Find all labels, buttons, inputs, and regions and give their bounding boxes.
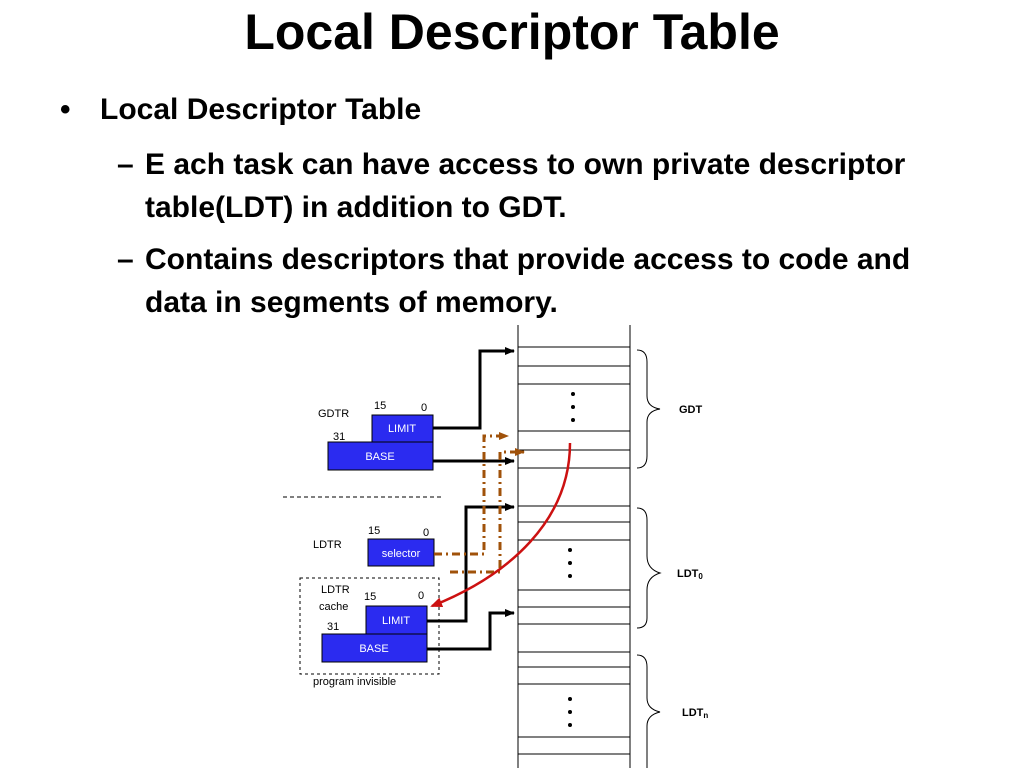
ldt0-label: LDT0 bbox=[677, 568, 703, 581]
gdtr-limit-label: LIMIT bbox=[388, 423, 416, 435]
cache-label-line2: cache bbox=[319, 601, 348, 613]
cache-limit-arrow bbox=[427, 503, 515, 623]
program-invisible-label: program invisible bbox=[313, 676, 396, 688]
gdtr-bit-31: 31 bbox=[333, 431, 345, 443]
sub-bullet-dash: – bbox=[117, 148, 134, 181]
gdt-label: GDT bbox=[679, 404, 703, 416]
gdtr-bit-0: 0 bbox=[421, 402, 427, 414]
ldtn-brace bbox=[636, 654, 661, 768]
selector-label: selector bbox=[382, 548, 421, 560]
cache-bit-0: 0 bbox=[418, 590, 424, 602]
slide-title: Local Descriptor Table bbox=[244, 4, 780, 60]
ldtr-cache-box bbox=[299, 577, 440, 675]
cache-limit-label: LIMIT bbox=[382, 615, 410, 627]
bullet-main-text: Local Descriptor Table bbox=[100, 93, 422, 126]
ellipsis-ldt0 bbox=[568, 548, 572, 578]
cache-label-line1: LDTR bbox=[321, 584, 350, 596]
ldtr-label: LDTR bbox=[313, 539, 342, 551]
selector-index-arrow-1 bbox=[434, 432, 509, 556]
gdtr-label: GDTR bbox=[318, 408, 349, 420]
gdtr-base-label: BASE bbox=[365, 451, 394, 463]
gdtr-bit-15: 15 bbox=[374, 400, 386, 412]
sub-bullet-dash: – bbox=[117, 243, 134, 276]
ldtr-bit-0: 0 bbox=[423, 527, 429, 539]
cache-bit-15: 15 bbox=[364, 591, 376, 603]
descriptor-load-arrow bbox=[430, 442, 572, 608]
ldtn-label: LDTn bbox=[682, 707, 708, 720]
sub-bullet-text: Contains descriptors that provide access… bbox=[145, 243, 911, 319]
gdt-brace bbox=[636, 349, 661, 469]
ldt0-brace bbox=[636, 507, 662, 629]
cache-base-label: BASE bbox=[359, 643, 388, 655]
memory-table bbox=[517, 325, 631, 768]
cache-limit-box bbox=[365, 605, 428, 635]
cache-base-arrow bbox=[427, 609, 515, 651]
gdtr-base-box bbox=[327, 441, 434, 471]
cache-bit-31: 31 bbox=[327, 621, 339, 633]
ldtr-bit-15: 15 bbox=[368, 525, 380, 537]
ellipsis-gdt bbox=[571, 392, 575, 422]
cache-base-box bbox=[321, 633, 428, 663]
ellipsis-ldtn bbox=[568, 697, 572, 727]
gdtr-limit-arrow bbox=[433, 347, 515, 430]
selector-index-arrow-2 bbox=[450, 448, 525, 574]
bullet-dot: • bbox=[60, 93, 71, 126]
sub-bullet-text: E ach task can have access to own privat… bbox=[145, 148, 906, 224]
